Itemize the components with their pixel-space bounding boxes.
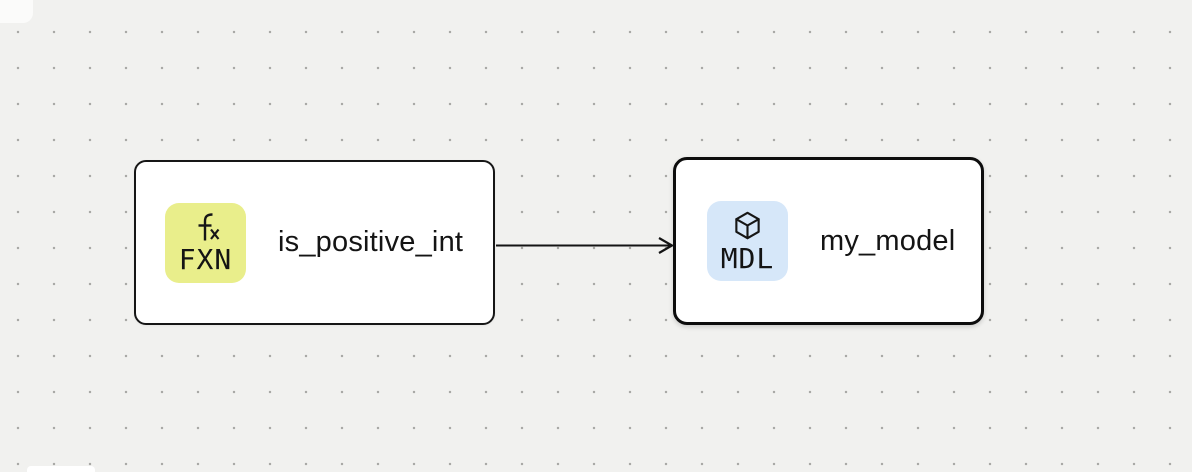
- node-my-model[interactable]: MDL my_model: [673, 157, 984, 325]
- function-badge: FXN: [165, 202, 246, 283]
- node-label: my_model: [820, 224, 956, 257]
- top-left-panel-corner: [0, 0, 33, 23]
- node-is-positive-int[interactable]: FXN is_positive_int: [134, 160, 495, 325]
- cube-icon: [735, 211, 760, 240]
- badge-label: MDL: [720, 242, 775, 275]
- node-label: is_positive_int: [278, 226, 464, 258]
- function-icon: [198, 212, 219, 240]
- model-badge: MDL: [707, 201, 788, 281]
- badge-label: FXN: [178, 242, 233, 276]
- bottom-left-panel-edge: [27, 466, 95, 472]
